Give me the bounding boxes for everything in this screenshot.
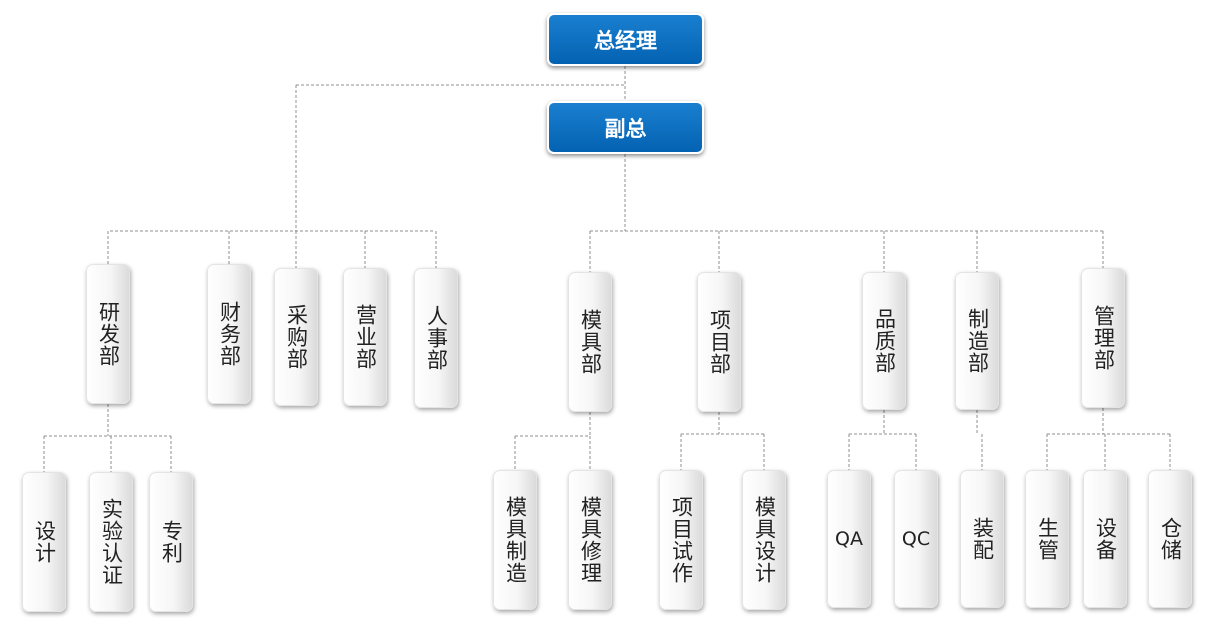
dept-rd: 研发部 [86,264,130,404]
dept-purchasing-label: 采购部 [284,304,309,370]
dept-project: 项目部 [697,272,741,412]
unit-patent-label: 专利 [159,520,184,564]
dept-manufacturing: 制造部 [955,272,999,410]
dept-rd-label: 研发部 [96,301,121,367]
unit-warehouse: 仓储 [1148,470,1192,608]
unit-mold-making: 模具制造 [493,470,537,610]
unit-qa: QA [827,470,871,608]
dept-project-label: 项目部 [707,309,732,375]
unit-qa-label: QA [835,527,863,550]
dept-mold-label: 模具部 [578,309,603,375]
unit-assembly: 装配 [960,470,1004,608]
dept-hr: 人事部 [414,268,458,408]
unit-equipment-label: 设备 [1093,517,1118,561]
unit-qc: QC [894,470,938,608]
dept-sales: 营业部 [343,268,387,406]
dept-admin-label: 管理部 [1091,305,1116,371]
dept-sales-label: 营业部 [353,304,378,370]
node-general-manager: 总经理 [547,13,704,66]
unit-test-cert: 实验认证 [89,472,133,612]
dept-quality-label: 品质部 [872,308,897,374]
dept-finance-label: 财务部 [217,301,242,367]
unit-equipment: 设备 [1083,470,1127,608]
unit-mold-repair-label: 模具修理 [578,496,603,584]
unit-test-cert-label: 实验认证 [99,498,124,586]
node-vice-president: 副总 [547,101,704,154]
dept-mold: 模具部 [568,272,612,412]
unit-mold-repair: 模具修理 [568,470,612,610]
dept-admin: 管理部 [1081,268,1125,408]
unit-mold-design: 模具设计 [742,470,786,610]
unit-production-control: 生管 [1025,470,1069,608]
dept-finance: 财务部 [207,264,251,404]
unit-project-trial-label: 项目试作 [669,496,694,584]
unit-mold-making-label: 模具制造 [503,496,528,584]
dept-manufacturing-label: 制造部 [965,308,990,374]
unit-assembly-label: 装配 [970,517,995,561]
unit-design: 设计 [22,472,66,612]
dept-purchasing: 采购部 [274,268,318,406]
dept-hr-label: 人事部 [424,305,449,371]
unit-production-control-label: 生管 [1035,517,1060,561]
unit-qc-label: QC [901,527,931,550]
dept-quality: 品质部 [862,272,906,410]
unit-project-trial: 项目试作 [659,470,703,610]
unit-patent: 专利 [149,472,193,612]
unit-design-label: 设计 [32,520,57,564]
unit-mold-design-label: 模具设计 [752,496,777,584]
unit-warehouse-label: 仓储 [1158,517,1183,561]
